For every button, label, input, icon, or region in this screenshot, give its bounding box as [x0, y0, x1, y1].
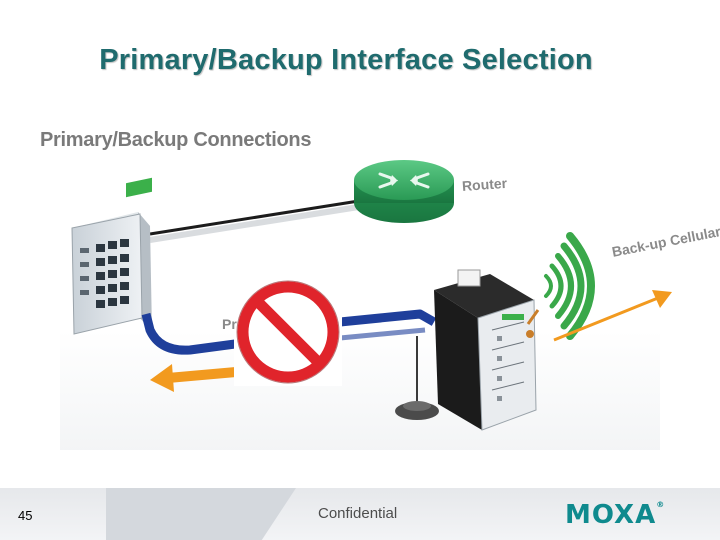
wireless-signal-icon — [544, 232, 595, 340]
router-label: Router — [461, 174, 508, 194]
primary-label: Pr — [222, 316, 237, 332]
wired-link-cable — [149, 198, 366, 243]
registered-mark: ® — [656, 500, 666, 509]
slide-title: Primary/Backup Interface Selection — [99, 44, 593, 76]
backup-link-arrow — [150, 364, 237, 392]
antenna-icon — [395, 336, 439, 420]
ethernet-switch-icon — [71, 177, 152, 335]
page-number: 45 — [18, 508, 33, 523]
cellular-backup-arrow — [553, 290, 672, 342]
diagram-heading: Primary/Backup Connections — [40, 129, 312, 151]
primary-link-arrow — [141, 309, 437, 355]
cellular-gateway-icon — [434, 269, 540, 431]
logo-text: MOXA — [565, 500, 657, 530]
moxa-logo: MOXA® — [565, 500, 665, 530]
confidential-label: Confidential — [318, 505, 398, 522]
prohibited-icon — [234, 278, 342, 386]
router-icon — [354, 160, 454, 223]
footer-accent — [106, 488, 296, 540]
